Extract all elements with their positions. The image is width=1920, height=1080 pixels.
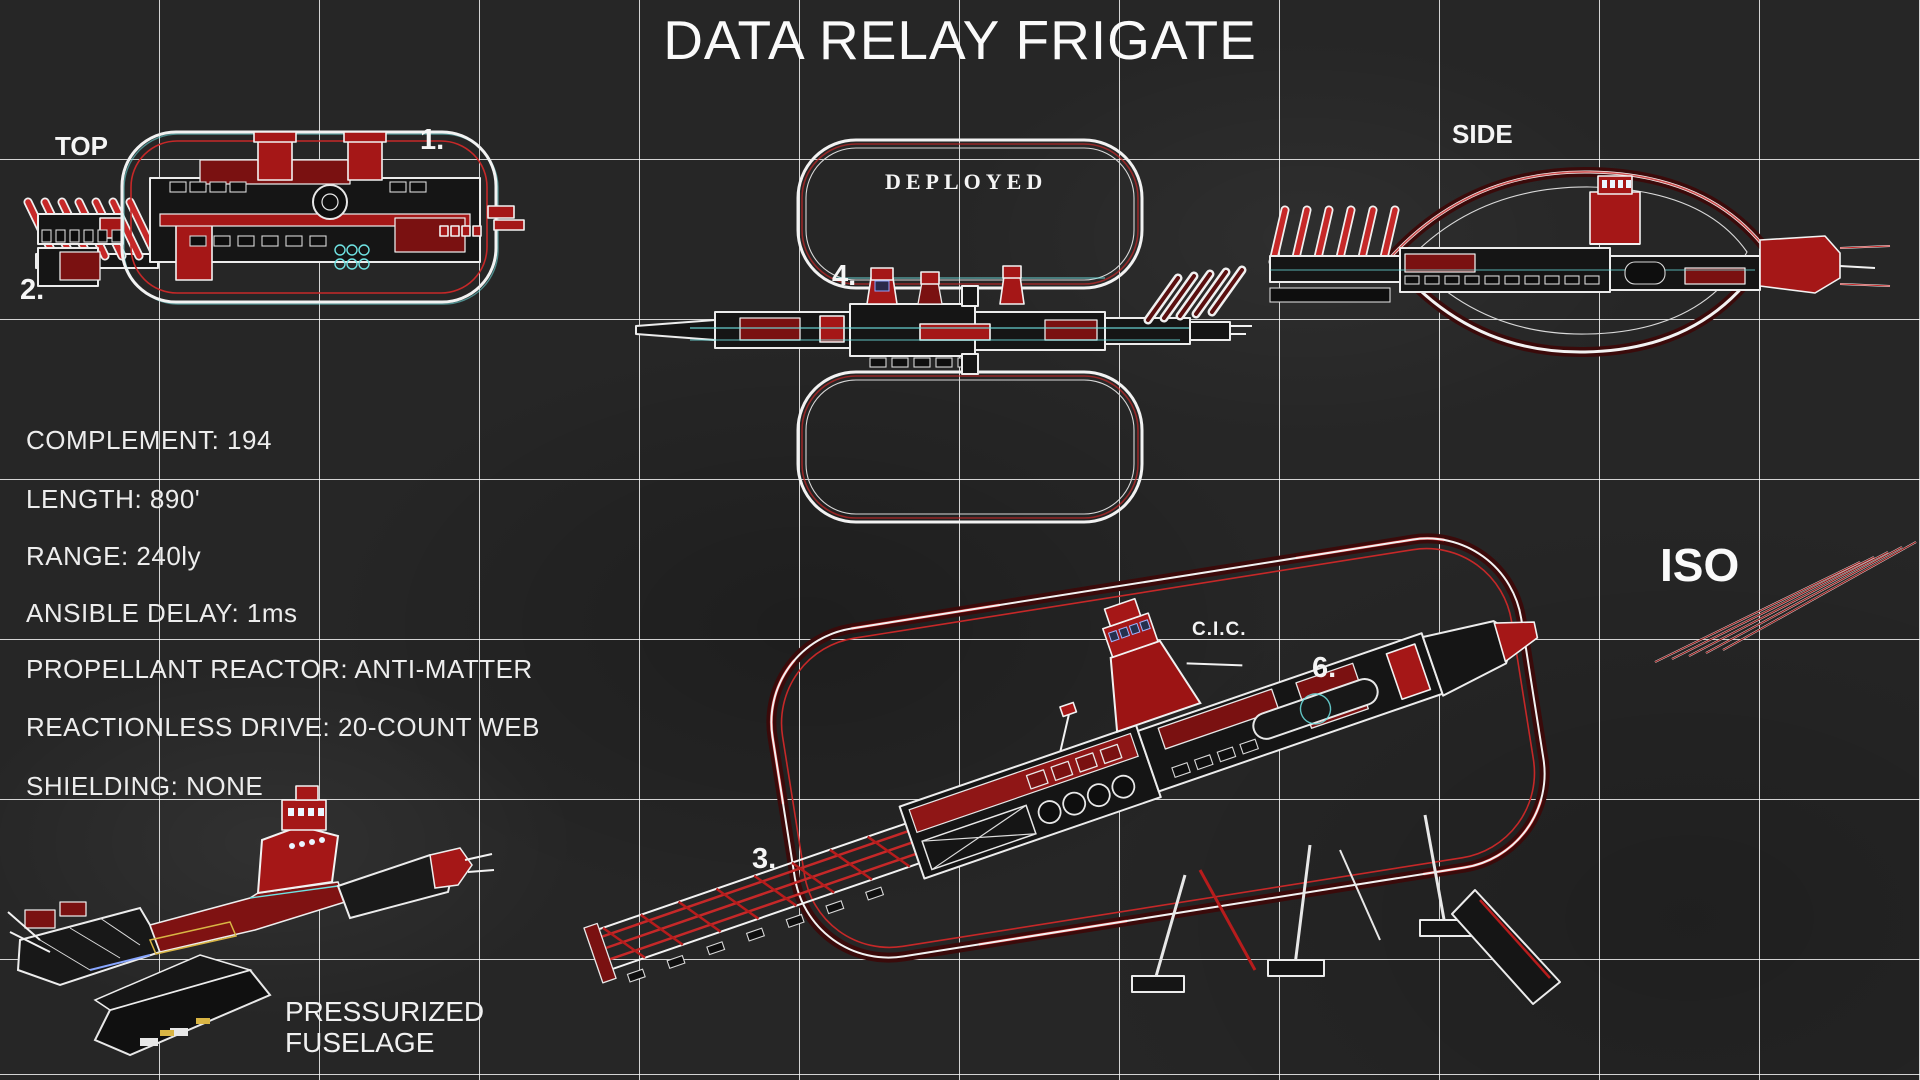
spec-reactionless-drive: REACTIONLESS DRIVE: 20-COUNT WEB (26, 712, 540, 742)
iso-bow (1421, 620, 1539, 697)
callout-3: 3. (752, 843, 777, 875)
iso-truss-boom (583, 822, 920, 984)
callout-1: 1. (420, 124, 445, 156)
side-view-port-spikes (1268, 205, 1400, 267)
pressurized-fuselage-drawing (7, 785, 495, 1057)
small-iso-tower (256, 785, 340, 895)
callout-4: 4. (832, 260, 857, 292)
grid-line-bottom (0, 1074, 1920, 1075)
callout-6: 6. (1312, 652, 1337, 684)
side-view-conn-tower (1589, 175, 1641, 245)
small-iso-bow-section (336, 847, 495, 920)
side-view-nose (1759, 235, 1891, 294)
spec-complement: COMPLEMENT: 194 (26, 425, 272, 455)
top-view-hull (149, 131, 525, 281)
view-label-deployed: DEPLOYED (885, 169, 1048, 194)
iso-view-drawing (583, 533, 1917, 1005)
deployed-towers (866, 265, 1025, 305)
callout-2: 2. (20, 274, 45, 306)
side-view-drawing (1268, 166, 1891, 358)
spec-shielding: SHIELDING: NONE (26, 771, 264, 801)
iso-landing-struts (1131, 814, 1561, 1005)
deployed-view-drawing (635, 138, 1252, 524)
iso-bow-spikes (1654, 541, 1917, 663)
iso-cic-tower (1102, 597, 1243, 734)
fuselage-note-line1: PRESSURIZED (285, 996, 485, 1027)
view-label-iso: ISO (1660, 539, 1740, 591)
iso-antenna-ring (766, 533, 1550, 963)
spec-length: LENGTH: 890' (26, 484, 201, 514)
view-label-top: TOP (55, 131, 108, 161)
iso-mid-hull (898, 701, 1162, 880)
spec-propellant-reactor: PROPELLANT REACTOR: ANTI-MATTER (26, 654, 533, 684)
deployed-hull (635, 285, 1220, 375)
small-iso-mid-deck (148, 881, 346, 955)
side-view-hull (1269, 247, 1761, 303)
iso-forward-hull (1136, 632, 1444, 793)
page-title: DATA RELAY FRIGATE (663, 9, 1257, 71)
fuselage-note-line2: FUSELAGE (285, 1027, 435, 1058)
iso-hull (583, 597, 1539, 984)
top-view-drawing (23, 130, 525, 305)
small-iso-lower-boom (93, 954, 272, 1057)
deployed-nose (1189, 321, 1252, 341)
spec-range: RANGE: 240ly (26, 541, 202, 571)
view-label-side: SIDE (1452, 119, 1513, 149)
deployed-starboard-spikes (1143, 265, 1247, 325)
fuselage-note: PRESSURIZED FUSELAGE (285, 996, 484, 1058)
top-view-port-gun-cluster (37, 213, 124, 287)
small-iso-aft-section (7, 901, 162, 987)
view-label-cic: C.I.C. (1192, 619, 1247, 640)
spec-ansible-delay: ANSIBLE DELAY: 1ms (26, 598, 298, 628)
